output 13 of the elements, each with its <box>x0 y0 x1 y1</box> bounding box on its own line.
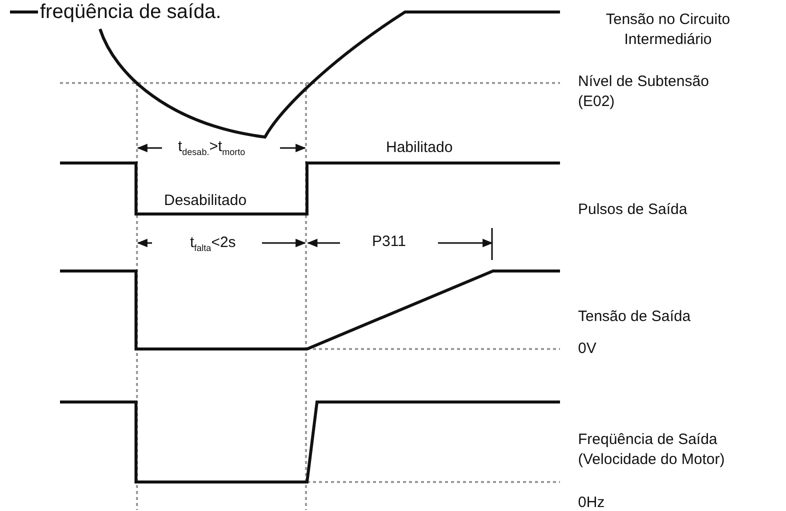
dimension-label: t$_{desab.}$>t$_{morto}$ <box>178 137 246 159</box>
signal-label: Nível de Subtensão (E02) <box>578 72 710 112</box>
dimension-label: t$_{falta}$<2s <box>190 233 236 255</box>
baseline-label: 0V <box>578 339 596 359</box>
baseline-label: 0Hz <box>578 493 605 511</box>
dimension-label: P311 <box>372 232 406 252</box>
caption-text: freqüência de saída. <box>40 2 222 22</box>
signal-label: Pulsos de Saída <box>578 200 688 220</box>
signal-label: Freqüência de Saída (Velocidade do Motor) <box>578 430 726 470</box>
signal-label: Tensão de Saída <box>578 307 691 327</box>
signal-label: Tensão no Circuito Intermediário <box>604 10 732 50</box>
state-label: Desabilitado <box>164 191 247 211</box>
state-label: Habilitado <box>386 138 453 158</box>
